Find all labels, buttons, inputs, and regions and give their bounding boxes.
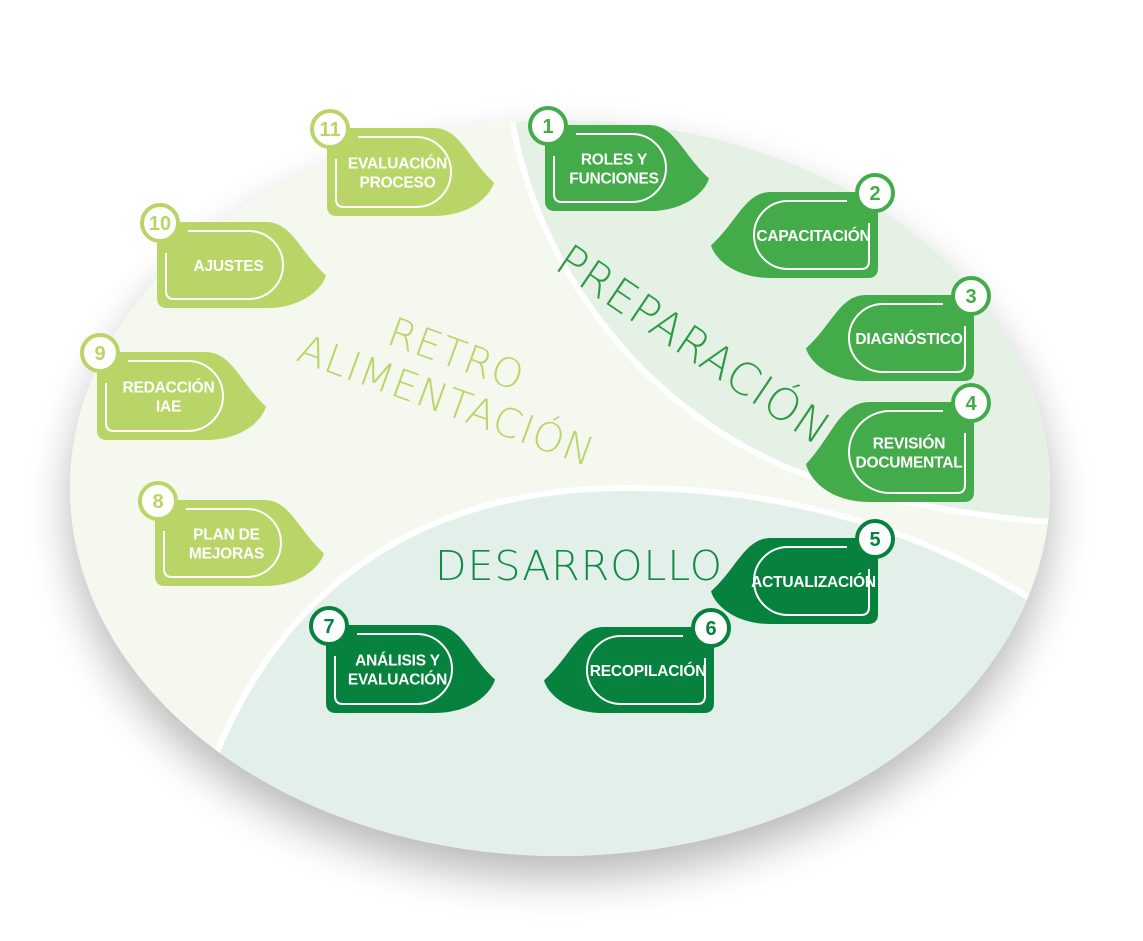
step-tag-inner-outline (163, 508, 282, 578)
step-number-badge (951, 276, 991, 316)
step-label: ACTUALIZACIÓN (751, 573, 876, 591)
step-number-badge (691, 608, 731, 648)
step-label: PROCESO (359, 175, 435, 192)
step-tag-shape (806, 402, 974, 502)
step-tag-shape (157, 222, 326, 308)
step-tag-shape (711, 192, 878, 278)
step-label: DOCUMENTAL (855, 455, 962, 472)
step-label: REVISIÓN (873, 435, 945, 453)
step-tag-inner-outline (334, 633, 453, 705)
step-number-badge (855, 519, 895, 559)
step-label: ROLES Y (581, 152, 648, 169)
step-tag-inner-outline (848, 303, 966, 373)
step-tag-inner-outline (586, 635, 706, 705)
step-number: 11 (319, 119, 340, 141)
step-number: 5 (869, 529, 880, 551)
step-label: IAE (156, 399, 181, 416)
step-tag-inner-outline (335, 136, 452, 208)
step-number-badge (310, 109, 350, 149)
step-tag-shape (544, 627, 714, 713)
step-number-badge (140, 203, 180, 243)
step-number-badge (80, 333, 120, 373)
step-tag-shape (711, 538, 878, 624)
step-tag-shape (326, 625, 495, 713)
step-tag-shape (327, 128, 494, 216)
desarrollo-title: DESARROLLO (435, 542, 723, 590)
step-number-badge (138, 481, 178, 521)
step-label: PLAN DE (193, 527, 260, 544)
step-label: REDACCIÓN (122, 379, 214, 397)
step-label: ANÁLISIS Y (355, 653, 441, 670)
step-number: 1 (542, 116, 553, 138)
step-label: CAPACITACIÓN (756, 227, 870, 245)
step-number: 6 (705, 618, 716, 640)
step-number: 9 (94, 343, 105, 365)
step-tag-inner-outline (753, 546, 870, 616)
step-tag-inner-outline (753, 200, 870, 270)
step-number-badge (528, 106, 568, 146)
step-tag-shape (97, 352, 266, 440)
step-number-badge (855, 173, 895, 213)
step-tag-shape (545, 125, 709, 211)
step-tag-inner-outline (165, 230, 284, 300)
step-label: EVALUACIÓN (348, 155, 447, 173)
step-tag-inner-outline (848, 410, 966, 494)
step-number: 4 (965, 393, 977, 415)
step-tag-inner-outline (105, 360, 224, 432)
step-number: 8 (152, 491, 163, 513)
step-number-badge (309, 606, 349, 646)
step-label: EVALUACIÓN (348, 671, 447, 689)
step-label: MEJORAS (189, 546, 264, 563)
step-label: DIAGNÓSTICO (855, 330, 962, 348)
step-number: 3 (965, 286, 976, 308)
step-number: 2 (869, 183, 880, 205)
step-number: 7 (323, 616, 334, 638)
step-number: 10 (149, 213, 171, 235)
step-label: AJUSTES (193, 258, 263, 275)
step-label: RECOPILACIÓN (590, 662, 706, 680)
step-label: FUNCIONES (569, 171, 658, 188)
step-tag-inner-outline (553, 133, 667, 203)
step-tag-shape (806, 295, 974, 381)
step-number-badge (951, 383, 991, 423)
step-tag-shape (155, 500, 324, 586)
